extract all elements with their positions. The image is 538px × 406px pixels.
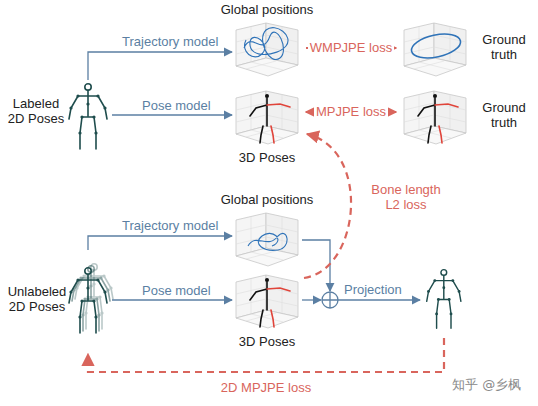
- watermark: 知乎 @乡枫: [452, 377, 521, 392]
- node-label: Unlabeled 2D Poses: [4, 284, 70, 314]
- flow-arrow: [112, 299, 232, 300]
- flow-label: Projection: [344, 282, 402, 297]
- edge-label: Bone length L2 loss: [362, 182, 450, 212]
- plot-box: Ground truth: [400, 20, 470, 80]
- edge-label: Trajectory model: [120, 34, 220, 49]
- pose-input: Unlabeled 2D Poses: [4, 250, 112, 350]
- plot-box: Ground truth: [400, 88, 470, 148]
- plot-box: Global positions: [232, 20, 302, 80]
- node-label: Labeled 2D Poses: [6, 96, 66, 126]
- node-label: 3D Poses: [217, 150, 317, 165]
- plot-box: 3D Poses: [232, 88, 302, 148]
- node-label: Ground truth: [476, 100, 532, 130]
- edge-label: Pose model: [140, 283, 213, 298]
- edge-label: MPJPE loss: [314, 104, 388, 119]
- node-label: Global positions: [202, 192, 332, 207]
- node-label: 3D Poses: [217, 334, 317, 349]
- edge-label: Trajectory model: [120, 218, 220, 233]
- plot-box: 3D Poses: [232, 272, 302, 332]
- flow-arrow: [112, 114, 232, 115]
- flow-label: 2D MPJPE loss: [221, 380, 311, 395]
- pose-input: Labeled 2D Poses: [4, 80, 112, 150]
- edge-label: Pose model: [140, 98, 213, 113]
- node-label: Global positions: [202, 2, 332, 17]
- flow-arrow: [88, 52, 232, 80]
- plot-box: Global positions: [232, 210, 302, 268]
- node-label: Ground truth: [476, 32, 532, 62]
- edge-label: WMPJPE loss: [308, 40, 394, 55]
- flow-arrow: [88, 236, 232, 250]
